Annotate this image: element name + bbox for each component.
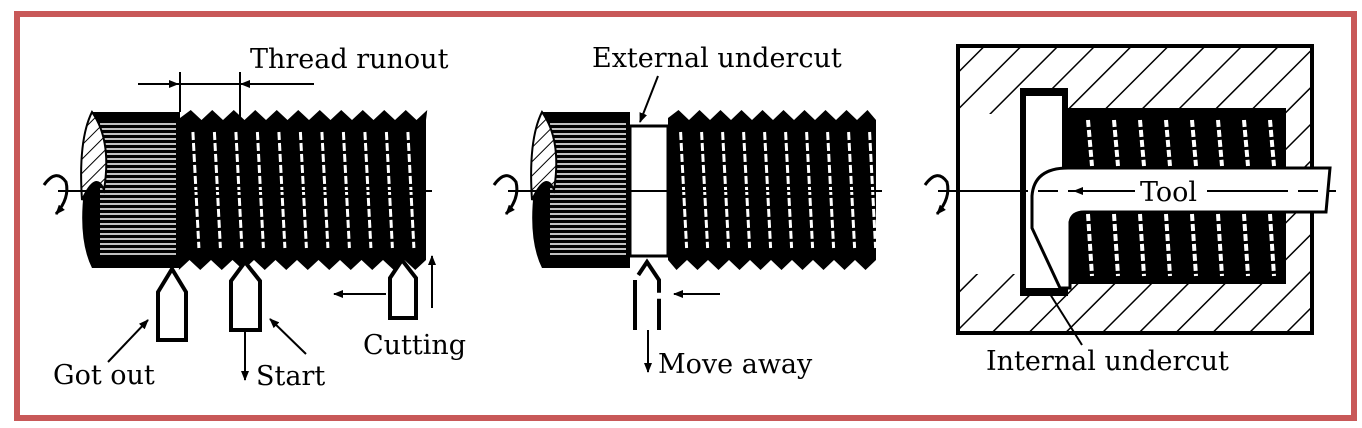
tool-move-away [633,258,661,330]
arrow-external-undercut [639,75,659,123]
shaft-section [80,110,108,201]
thread-crest [1242,119,1250,167]
label-tool: Tool [1140,177,1197,208]
internal-thread [1086,119,1276,277]
thread-crest [1138,213,1146,277]
thread-crest [1216,119,1224,167]
thread-crest [1086,119,1094,167]
boring-tool [1030,166,1332,290]
arrow-got-out [107,319,149,363]
thread-crest [1242,213,1250,277]
tool-start [229,258,262,332]
label-thread-runout: Thread runout [250,44,449,75]
thread-crest [1138,119,1146,167]
tool-cutting [388,256,418,320]
shaft-section [530,110,558,201]
leader-internal-undercut [1049,293,1083,346]
label-external-undercut: External undercut [592,43,842,74]
label-got-out: Got out [53,360,155,391]
tool-label-bg [1135,172,1207,208]
thread-crest [1086,213,1094,277]
panel-external-undercut: External undercut Move away [492,43,882,380]
label-move-away: Move away [658,349,813,380]
thread-crest [1190,213,1198,277]
thread-crest [1112,119,1120,167]
arrow-start [269,318,307,355]
tool-got-out [156,265,188,342]
thread-crest [1216,213,1224,277]
thread-crest [1268,213,1276,277]
label-start: Start [256,361,325,392]
rotation-arrow-icon [42,174,69,215]
thread-crest [1268,119,1276,167]
shaft-plain-lines [100,123,176,255]
frame-border [14,11,1357,421]
label-internal-undercut: Internal undercut [986,346,1229,377]
thread-crest [1164,119,1172,167]
label-cutting: Cutting [363,330,466,361]
thread-crest [1164,213,1172,277]
thread-crest [1190,119,1198,167]
rotation-arrow-icon [923,174,950,215]
panel-internal-undercut: Tool Internal undercut [923,44,1336,377]
shaft-plain-lines [550,123,626,255]
bore-lines [962,123,1020,265]
rotation-arrow-icon [492,174,519,215]
thread-crest [1112,213,1120,277]
panel-thread-runout: Thread runout Got out Start Cutting [42,44,466,392]
